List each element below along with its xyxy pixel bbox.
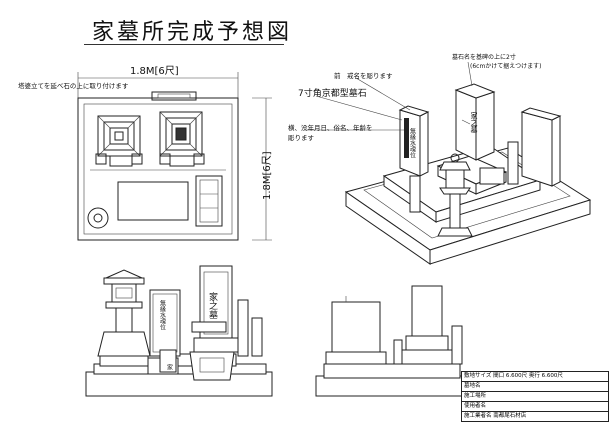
- stone-label-note-2: (6cmかけて据えつけます): [470, 63, 542, 70]
- plan-top-note: 塔婆立てを延べ石の上に取り付けます: [18, 82, 129, 90]
- info-row-site-size: 敷地サイズ 間口 6.600尺 奥行 6.600尺: [462, 372, 608, 382]
- info-row-user: 使用者名: [462, 402, 608, 412]
- plan-width-dimension: 1.8M[6尺]: [130, 66, 179, 77]
- side-engraving-note-2: 彫ります: [288, 134, 314, 142]
- front-stone-inscription: 家之墓: [207, 291, 218, 319]
- plan-depth-dimension: 1.8M[6尺]: [262, 151, 273, 200]
- front-engraving-note: 前 戒名を彫ります: [334, 72, 393, 80]
- front-side-plaque: 無縁水魂位: [159, 299, 166, 330]
- info-row-location: 施工場所: [462, 392, 608, 402]
- perspective-stone-inscription: 家之墓: [470, 111, 478, 133]
- front-small-plaque: 家: [166, 363, 173, 370]
- plan-view: [77, 72, 272, 241]
- info-row-contractor: 施工業者名 南都尾石材店: [464, 413, 527, 419]
- title-underline: [84, 44, 284, 45]
- page-title: 家墓所完成予想図: [92, 20, 293, 45]
- side-engraving-note: 横、没年月日、俗名、年齢を: [288, 124, 373, 132]
- info-table: 敷地サイズ 間口 6.600尺 奥行 6.600尺 墓地名 施工場所 使用者名 …: [461, 371, 609, 422]
- perspective-view: 家之墓 無縁水魂位: [306, 61, 592, 265]
- side-elevation: [315, 285, 469, 397]
- info-row-cemetery: 墓地名: [462, 382, 608, 392]
- perspective-side-inscription: 無縁水魂位: [409, 127, 416, 158]
- stone-type-label: 7寸角京都型墓石: [298, 89, 367, 99]
- front-elevation: 家之墓 無縁水魂位 家: [85, 265, 273, 397]
- stone-label-note: 墓石名を基碑の上に2寸: [452, 54, 516, 61]
